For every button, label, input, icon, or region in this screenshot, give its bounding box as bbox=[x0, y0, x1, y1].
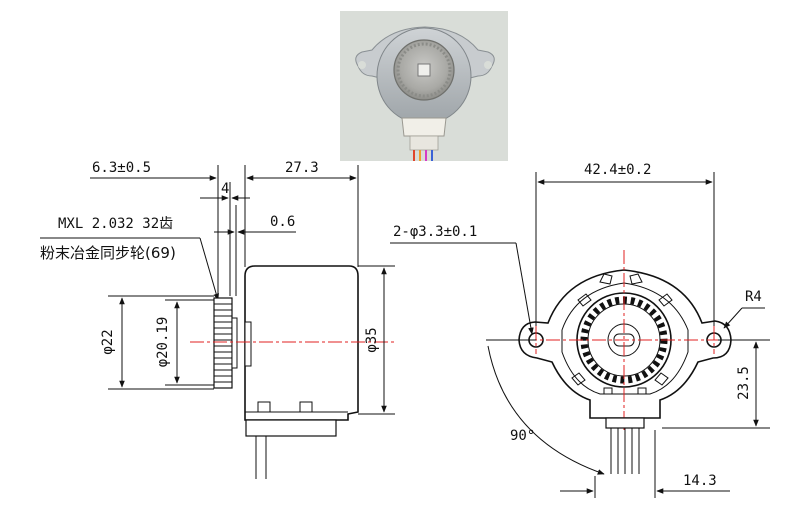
photo-connector bbox=[401, 117, 447, 137]
front-connector bbox=[605, 417, 645, 429]
side-connector bbox=[245, 419, 337, 437]
dim-14-3: 14.3 bbox=[683, 473, 717, 489]
dim-angle: 90° bbox=[510, 428, 535, 444]
dim-23-5: 23.5 bbox=[736, 366, 752, 400]
dim-6-3: 6.3±0.5 bbox=[92, 160, 151, 176]
motor-photo bbox=[340, 11, 508, 161]
dim-27-3: 27.3 bbox=[285, 160, 319, 176]
front-wires bbox=[610, 428, 640, 474]
photo-gear-teeth bbox=[396, 42, 452, 98]
side-boss bbox=[244, 321, 252, 367]
gear-note-line2: 粉末冶金同步轮(69) bbox=[40, 244, 176, 262]
photo-mount-hole-right bbox=[484, 61, 492, 69]
front-flange-outline bbox=[518, 269, 732, 419]
front-notches bbox=[571, 273, 673, 395]
dim-hole: 2-φ3.3±0.1 bbox=[393, 224, 477, 240]
side-motor-body bbox=[244, 265, 359, 421]
front-view: 42.4±0.2 bbox=[390, 162, 770, 498]
side-view: 6.3±0.5 27.3 4 0.6 MXL 2.032 32齿 粉末冶金同步轮… bbox=[40, 160, 395, 479]
dim-phi20: φ20.19 bbox=[155, 317, 171, 368]
dim-phi35: φ35 bbox=[364, 327, 380, 352]
gear-note-line1: MXL 2.032 32齿 bbox=[58, 216, 173, 232]
dim-r4: R4 bbox=[745, 289, 762, 305]
photo-mount-hole-left bbox=[358, 61, 366, 69]
dim-4: 4 bbox=[221, 181, 229, 197]
side-tabs bbox=[257, 401, 313, 412]
dim-0-6: 0.6 bbox=[270, 214, 295, 230]
angle-arc bbox=[487, 345, 605, 475]
photo-wires bbox=[413, 150, 433, 161]
dim-phi22: φ22 bbox=[100, 329, 116, 354]
front-inner-outline bbox=[561, 282, 689, 395]
side-gear bbox=[213, 297, 238, 389]
photo-connector-neck bbox=[409, 135, 439, 151]
dim-42-4: 42.4±0.2 bbox=[584, 162, 651, 178]
photo-shaft bbox=[417, 63, 431, 77]
